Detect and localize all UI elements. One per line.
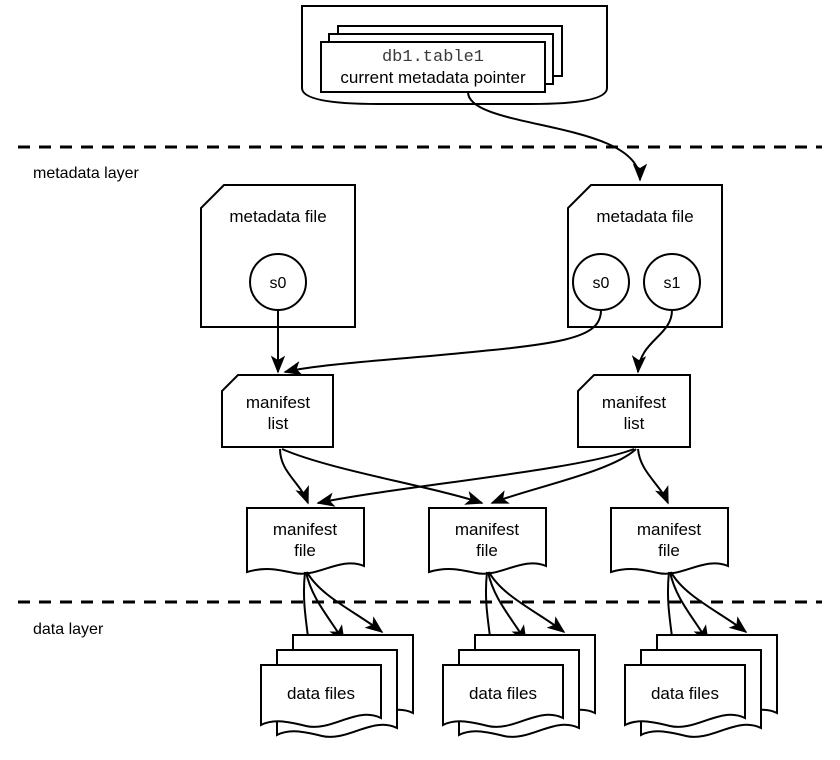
data-files-2-label: data files [469, 684, 537, 703]
manifest-list-right-line2: list [624, 414, 645, 433]
connector-manifestfile1-to-datafiles1-sheet2 [305, 571, 345, 644]
manifest-list-left-line2: list [268, 414, 289, 433]
manifest-file-3-line1: manifest [637, 520, 702, 539]
snapshot-s0-right-label: s0 [593, 275, 610, 292]
metadata-file-right-label: metadata file [596, 207, 693, 226]
catalog-pointer-label: current metadata pointer [340, 68, 526, 87]
catalog-table-name: db1.table1 [382, 48, 484, 67]
manifest-file-3: manifest file [610, 507, 729, 575]
data-files-3-sheet-1 [624, 664, 746, 728]
manifest-file-2-line1: manifest [455, 520, 520, 539]
manifest-file-3-line2: file [658, 541, 680, 560]
connector-manifestfile3-to-datafiles3-sheet2 [669, 571, 709, 644]
snapshot-s0-left-label: s0 [270, 275, 287, 292]
connector-manifestlist-right-to-file1 [316, 448, 635, 507]
metadata-pointer-box [320, 41, 546, 93]
connector-catalog-to-metadata-right [467, 91, 648, 182]
connector-manifestlist-right-to-file2 [490, 448, 637, 504]
data-files-1-label: data files [287, 684, 355, 703]
metadata-file-right: metadata file s0 s1 [567, 184, 723, 328]
snapshot-s1-right-label: s1 [664, 275, 681, 292]
connector-manifestfile2-to-datafiles2-sheet2 [487, 571, 527, 644]
data-files-1: data files [260, 634, 414, 738]
manifest-list-left-line1: manifest [246, 393, 311, 412]
connector-manifestfile1-to-datafiles1-sheet1 [306, 571, 384, 633]
connector-s1right-to-manifestlist-right [631, 309, 673, 374]
metadata-file-left: metadata file s0 [200, 184, 356, 328]
connector-s0right-to-manifestlist-left [283, 309, 602, 376]
manifest-list-left: manifest list [221, 374, 334, 448]
manifest-file-2-line2: file [476, 541, 498, 560]
connector-manifestlist-left-to-file1 [279, 448, 309, 505]
connector-manifestlist-left-to-file2 [281, 448, 484, 505]
data-files-3-label: data files [651, 684, 719, 703]
manifest-list-right: manifest list [577, 374, 691, 448]
data-layer-label: data layer [33, 621, 104, 638]
connector-manifestfile2-to-datafiles2-sheet1 [488, 571, 566, 633]
connector-manifestlist-right-to-file3 [637, 448, 669, 505]
data-files-3: data files [624, 634, 778, 738]
data-files-1-sheet-1 [260, 664, 382, 728]
data-files-2-sheet-1 [442, 664, 564, 728]
metadata-file-left-label: metadata file [229, 207, 326, 226]
data-files-2: data files [442, 634, 596, 738]
manifest-file-1-line2: file [294, 541, 316, 560]
manifest-list-right-line1: manifest [602, 393, 667, 412]
manifest-file-2: manifest file [428, 507, 547, 575]
manifest-file-1: manifest file [246, 507, 365, 575]
connector-manifestfile3-to-datafiles3-sheet1 [670, 571, 748, 633]
manifest-file-1-line1: manifest [273, 520, 338, 539]
metadata-layer-label: metadata layer [33, 165, 140, 182]
